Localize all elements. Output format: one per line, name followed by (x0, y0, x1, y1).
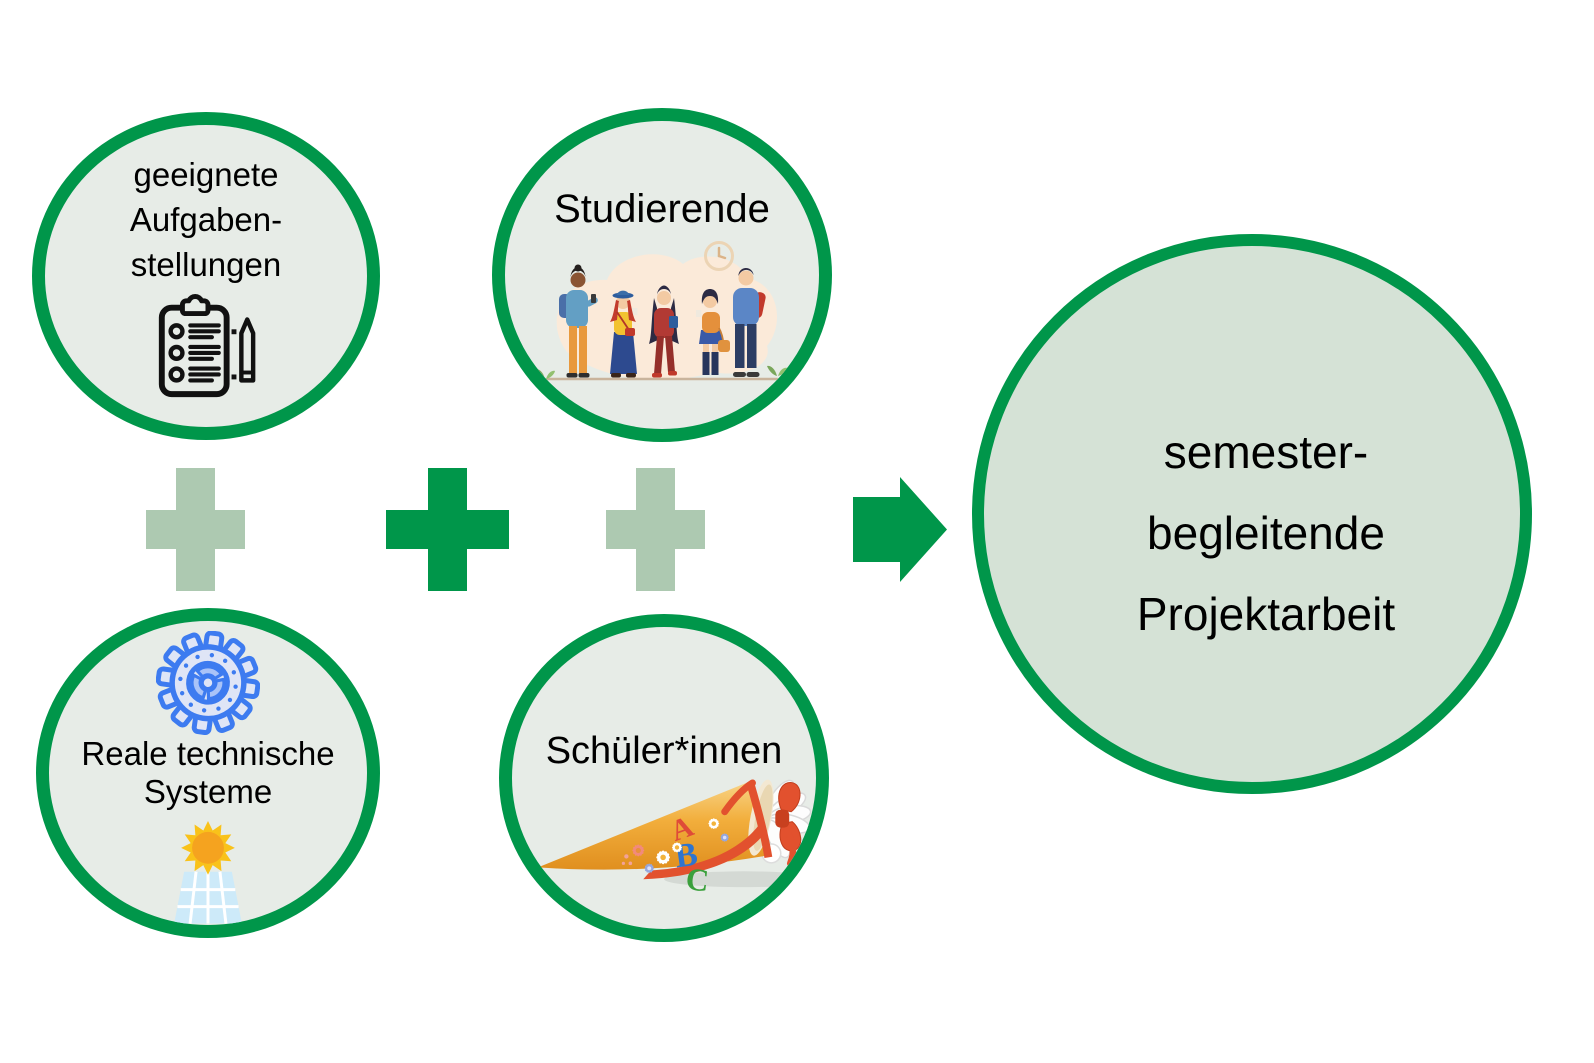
node-tasks: geeignete Aufgaben- stellungen (32, 112, 380, 440)
node-result: semester- begleitende Projektarbeit (972, 234, 1532, 794)
plus-icon-dark (386, 468, 509, 591)
cone-letter-b: B (672, 836, 699, 876)
clipboard-checklist-icon (158, 294, 256, 398)
result-line-2: begleitende (1147, 507, 1385, 559)
result-line-1: semester- (1163, 426, 1369, 478)
pupils-label: Schüler*innen (545, 730, 783, 772)
node-pupils: Schüler*innen (499, 614, 829, 942)
students-group-illustration (535, 241, 787, 381)
sun-solar-panel-icon (174, 820, 242, 924)
tasks-line-2: Aufgaben- (129, 201, 283, 238)
systems-line-2: Systeme (143, 772, 273, 810)
systems-line-1: Reale technische (81, 734, 335, 772)
result-line-3: Projektarbeit (1136, 588, 1396, 640)
students-label: Studierende (554, 187, 770, 231)
school-cone-illustration: A B C (538, 779, 816, 899)
plus-icon-light-2 (606, 468, 705, 591)
node-students: Studierende (492, 108, 832, 442)
tasks-line-3: stellungen (130, 246, 282, 283)
arrow-right-icon (853, 477, 947, 582)
node-result-label: semester- begleitende Projektarbeit (1137, 412, 1395, 655)
tasks-line-1: geeignete (133, 156, 279, 193)
node-tasks-label: geeignete Aufgaben- stellungen (130, 152, 282, 287)
gear-icon (156, 631, 260, 735)
cone-letter-c: C (684, 861, 710, 898)
plus-icon-light-1 (146, 468, 245, 591)
node-systems-label: Reale technische Systeme (81, 735, 334, 811)
node-systems: Reale technische Systeme (36, 608, 380, 938)
